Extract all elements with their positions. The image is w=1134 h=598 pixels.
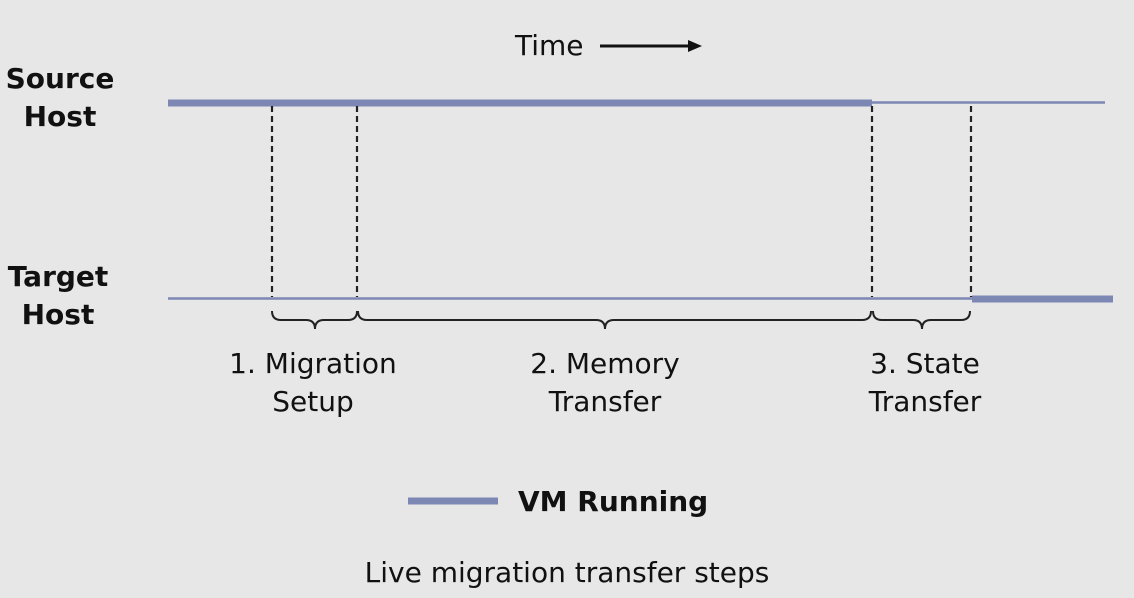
phase-1-line-2: Setup [272,385,354,418]
source-host-line-2: Host [23,100,97,133]
time-arrow-head [688,40,702,52]
source-host-label: Source Host [0,60,120,136]
phase-1-line-1: 1. Migration [229,347,397,380]
time-label: Time [515,29,584,62]
phase-2-line-2: Transfer [548,385,662,418]
diagram-caption: Live migration transfer steps [364,556,770,589]
phase-label-migration-setup: 1. Migration Setup [213,345,413,421]
legend-label: VM Running [518,485,709,518]
target-host-label: Target Host [0,258,116,334]
brace-memory-transfer [357,310,872,330]
phase-3-line-2: Transfer [868,385,982,418]
source-host-line-1: Source [5,62,115,95]
phase-label-memory-transfer: 2. Memory Transfer [495,345,715,421]
brace-migration-setup [271,310,358,330]
brace-state-transfer [872,310,971,330]
phase-label-state-transfer: 3. State Transfer [835,345,1015,421]
target-host-line-2: Host [21,298,95,331]
phase-3-line-1: 3. State [870,347,980,380]
target-host-line-1: Target [7,260,109,293]
phase-2-line-1: 2. Memory [530,347,680,380]
